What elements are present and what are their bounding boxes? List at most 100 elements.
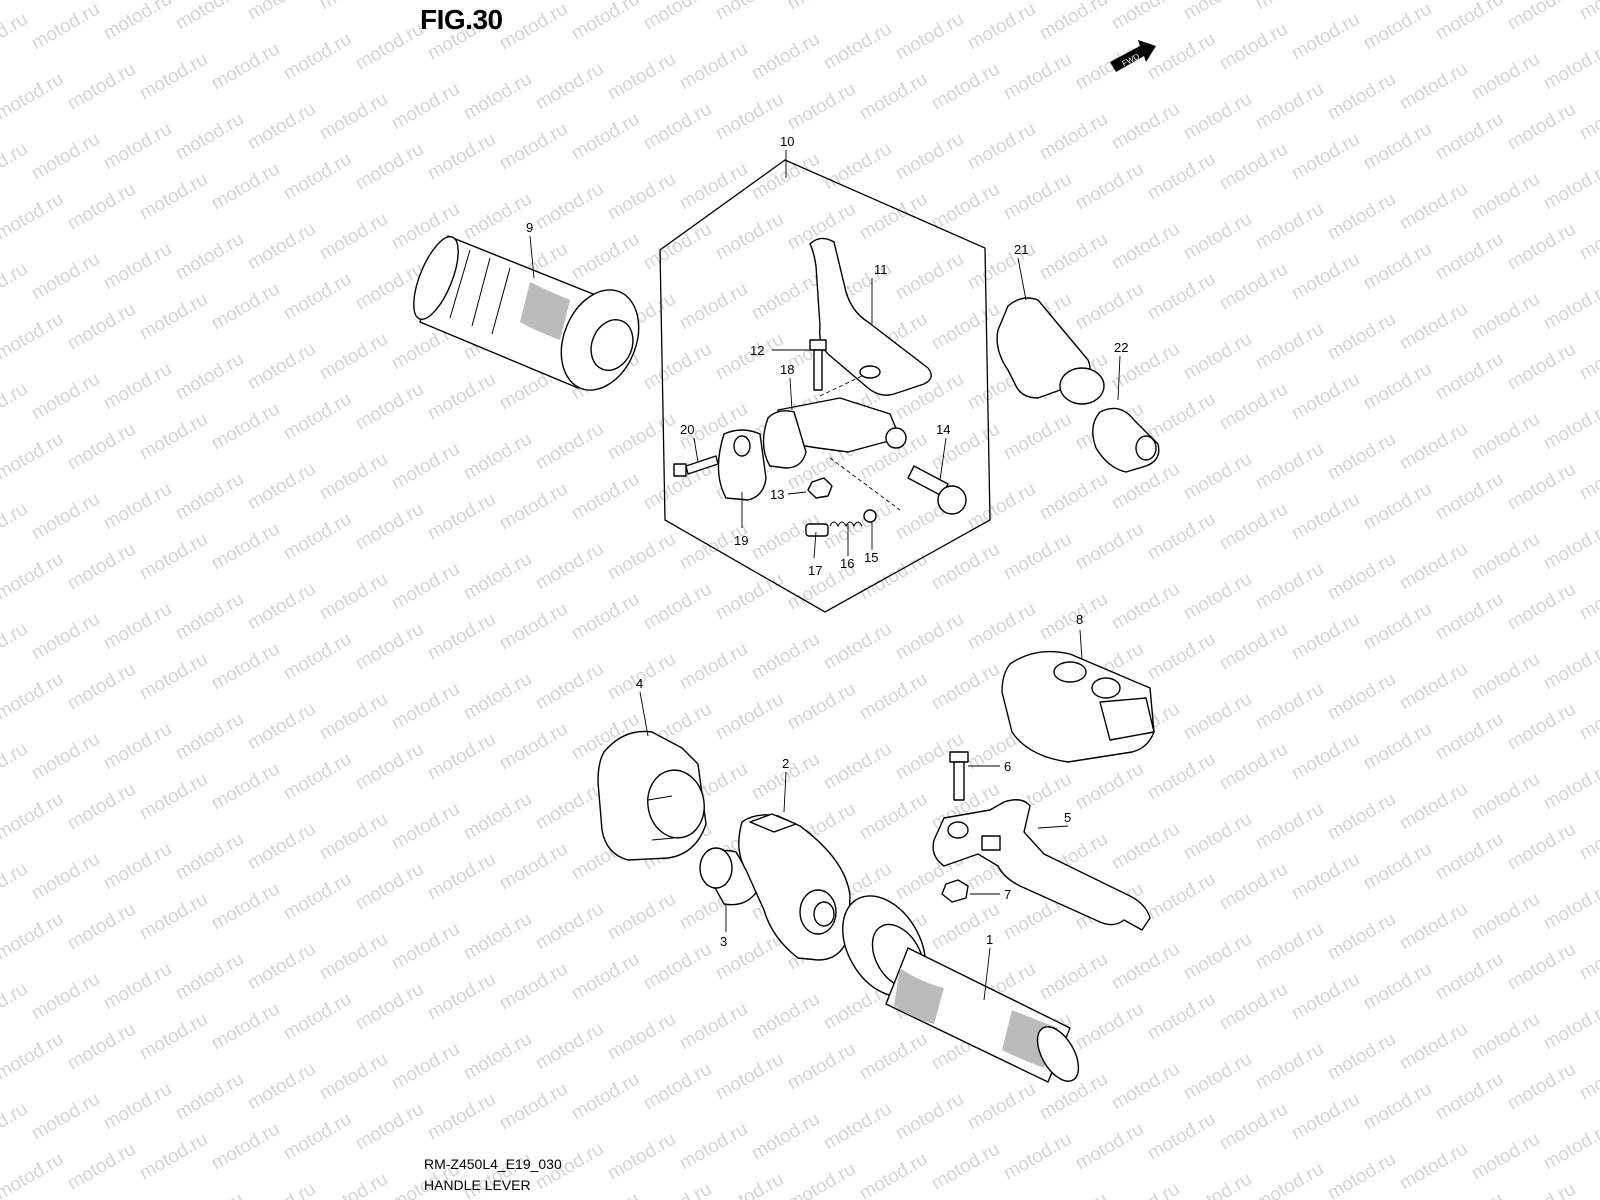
watermark-text: motod.ru [1360, 959, 1435, 1015]
part-3-sleeve [699, 847, 759, 906]
callout-22: 22 [1114, 340, 1128, 355]
watermark-text: motod.ru [640, 0, 715, 34]
watermark-text: motod.ru [1396, 899, 1471, 955]
watermark-text: motod.ru [856, 189, 931, 245]
watermark-text: motod.ru [748, 989, 823, 1045]
watermark-text: motod.ru [1324, 0, 1399, 4]
watermark-text: motod.ru [1036, 229, 1111, 285]
watermark-text: motod.ru [1360, 719, 1435, 775]
watermark-text: motod.ru [388, 799, 463, 855]
watermark-text: motod.ru [748, 29, 823, 85]
watermark-text: motod.ru [820, 739, 895, 795]
watermark-text: motod.ru [1288, 609, 1363, 665]
watermark-text: motod.ru [964, 1079, 1039, 1135]
watermark-text: motod.ru [568, 469, 643, 525]
watermark-text: motod.ru [712, 209, 787, 265]
watermark-text: motod.ru [136, 889, 211, 945]
watermark-text: motod.ru [1540, 519, 1600, 575]
watermark-text: motod.ru [1216, 19, 1291, 75]
watermark-text: motod.ru [0, 499, 31, 555]
part-4-throttle-housing [597, 730, 707, 861]
watermark-text: motod.ru [172, 349, 247, 405]
watermark-text: motod.ru [604, 529, 679, 585]
watermark-text: motod.ru [1252, 1159, 1327, 1200]
part-22-adjuster [1092, 407, 1160, 473]
watermark-text: motod.ru [0, 1149, 67, 1200]
callout-13: 13 [770, 487, 784, 502]
callout-19: 19 [734, 533, 748, 548]
watermark-text: motod.ru [532, 539, 607, 595]
watermark-text: motod.ru [1144, 509, 1219, 565]
watermark-text: motod.ru [136, 289, 211, 345]
watermark-text: motod.ru [28, 249, 103, 305]
watermark-text: motod.ru [28, 129, 103, 185]
watermark-text: motod.ru [316, 329, 391, 385]
watermark-text: motod.ru [244, 99, 319, 155]
watermark-text: motod.ru [1036, 949, 1111, 1005]
watermark-text: motod.ru [100, 239, 175, 295]
watermark-text: motod.ru [496, 479, 571, 535]
watermark-text: motod.ru [928, 539, 1003, 595]
watermark-text: motod.ru [1072, 1119, 1147, 1175]
watermark-text: motod.ru [1396, 539, 1471, 595]
watermark-text: motod.ru [676, 39, 751, 95]
watermark-text: motod.ru [460, 789, 535, 845]
watermark-text: motod.ru [1432, 949, 1507, 1005]
watermark-text: motod.ru [0, 139, 31, 195]
watermark-text: motod.ru [496, 959, 571, 1015]
watermark-text: motod.ru [1540, 279, 1600, 335]
watermark-text: motod.ru [532, 179, 607, 235]
watermark-text: motod.ru [316, 0, 391, 14]
watermark-text: motod.ru [352, 1099, 427, 1155]
watermark-text: motod.ru [1504, 339, 1579, 395]
watermark-text: motod.ru [352, 619, 427, 675]
watermark-text: motod.ru [64, 419, 139, 475]
watermark-text: motod.ru [1072, 999, 1147, 1055]
watermark-text: motod.ru [460, 69, 535, 125]
watermark-text: motod.ru [28, 1089, 103, 1145]
watermark-text: motod.ru [100, 479, 175, 535]
watermark-text: motod.ru [280, 749, 355, 805]
watermark-text: motod.ru [1576, 89, 1600, 145]
watermark-text: motod.ru [64, 539, 139, 595]
watermark-text: motod.ru [1360, 0, 1435, 54]
watermark-text: motod.ru [136, 1009, 211, 1065]
watermark-text: motod.ru [1288, 729, 1363, 785]
callout-18: 18 [780, 362, 794, 377]
watermark-text: motod.ru [1360, 359, 1435, 415]
watermark-text: motod.ru [784, 679, 859, 735]
watermark-text: motod.ru [1576, 209, 1600, 265]
watermark-text: motod.ru [424, 729, 499, 785]
watermark-text: motod.ru [856, 669, 931, 725]
callout-14: 14 [936, 422, 950, 437]
watermark-text: motod.ru [388, 439, 463, 495]
watermark-text: motod.ru [352, 379, 427, 435]
watermark-text: motod.ru [604, 169, 679, 225]
watermark-text: motod.ru [172, 469, 247, 525]
watermark-text: motod.ru [1144, 629, 1219, 685]
watermark-text: motod.ru [1432, 829, 1507, 885]
watermark-text: motod.ru [0, 789, 67, 845]
watermark-text: motod.ru [496, 1079, 571, 1135]
watermark-text: motod.ru [0, 259, 31, 315]
watermark-text: motod.ru [1072, 519, 1147, 575]
watermark-text: motod.ru [244, 579, 319, 635]
watermark-text: motod.ru [1540, 759, 1600, 815]
watermark-text: motod.ru [1504, 1179, 1579, 1200]
watermark-text: motod.ru [1144, 869, 1219, 925]
watermark-text: motod.ru [1468, 169, 1543, 225]
watermark-text: motod.ru [1108, 1179, 1183, 1200]
watermark-text: motod.ru [1144, 989, 1219, 1045]
watermark-text: motod.ru [640, 579, 715, 635]
callout-12: 12 [750, 343, 764, 358]
watermark-text: motod.ru [928, 1139, 1003, 1195]
watermark-text: motod.ru [316, 809, 391, 865]
watermark-text: motod.ru [1504, 99, 1579, 155]
watermark-text: motod.ru [136, 169, 211, 225]
watermark-text: motod.ru [0, 1029, 67, 1085]
watermark-text: motod.ru [928, 299, 1003, 355]
watermark-text: motod.ru [1576, 1169, 1600, 1200]
watermark-text: motod.ru [244, 819, 319, 875]
watermark-text: motod.ru [1324, 789, 1399, 845]
watermark-text: motod.ru [676, 639, 751, 695]
